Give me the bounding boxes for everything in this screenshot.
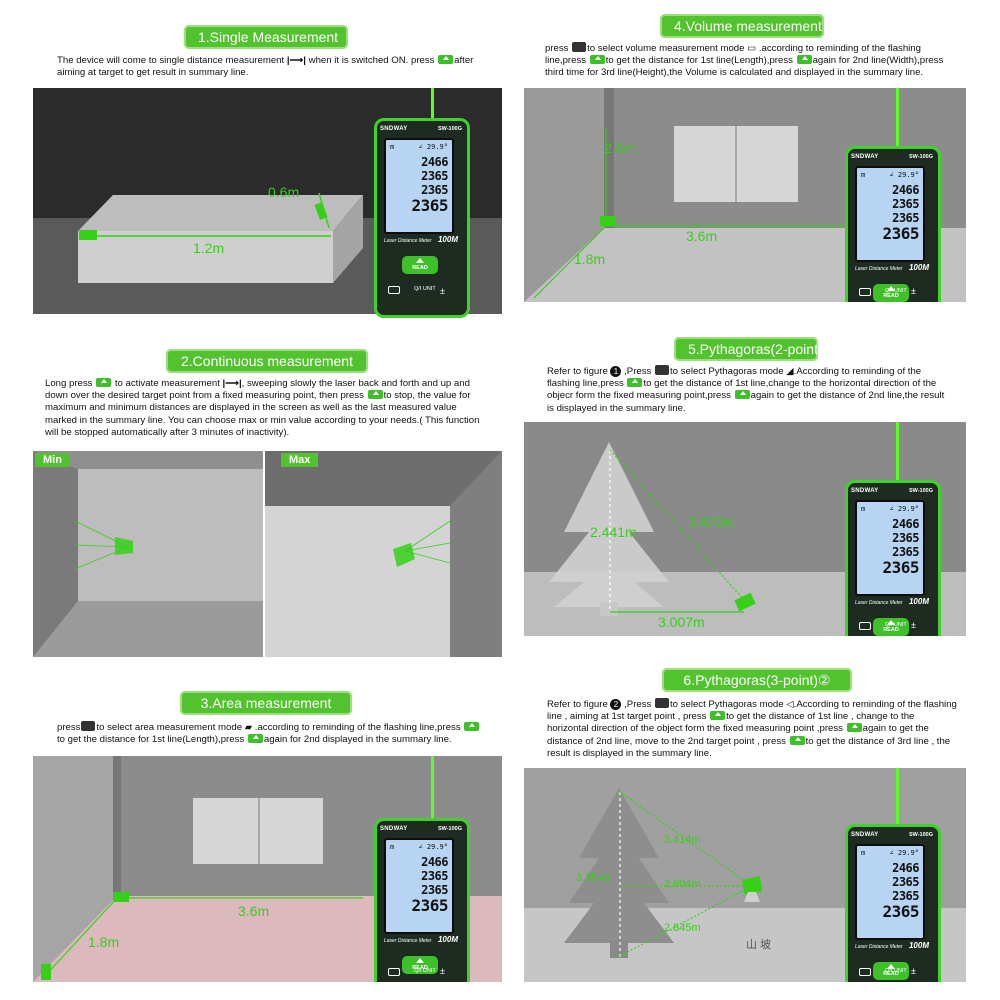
section-title-volume: 4.Volume measurement xyxy=(660,14,824,38)
read-button-icon xyxy=(627,378,643,388)
read-button[interactable]: READ xyxy=(873,284,909,302)
plusminus-key[interactable]: ± xyxy=(911,286,916,296)
unit-key[interactable]: Q/I UNIT xyxy=(414,286,436,292)
read-button-icon xyxy=(734,390,750,400)
mode-button-icon xyxy=(655,365,670,375)
pyth3-mid-label: 2.604m xyxy=(664,878,701,890)
mode-key[interactable] xyxy=(388,286,400,294)
laser-beam xyxy=(431,88,434,118)
pyth2-hyp-label: 3.873m xyxy=(688,514,735,530)
unit-key[interactable]: Q/I UNIT xyxy=(414,968,436,974)
volume-description: press to select volume measurement mode … xyxy=(545,42,944,79)
device-model: SW-100G xyxy=(437,126,462,132)
mode-key[interactable] xyxy=(859,622,871,630)
single-description: The device will come to single distance … xyxy=(57,55,474,79)
unit-key[interactable]: Q/I UNIT xyxy=(885,968,907,974)
section-title-pyth2: 5.Pythagoras(2-point) xyxy=(674,337,823,361)
device-subtitle: Laser Distance Meter xyxy=(384,238,432,244)
volume-height-label: 2.8m xyxy=(604,140,636,156)
read-button-icon xyxy=(438,55,454,64)
volume-length-label: 3.6m xyxy=(686,228,718,244)
read-button-icon xyxy=(589,55,605,65)
read-button-icon xyxy=(846,723,862,733)
read-button-icon xyxy=(796,55,812,65)
volume-width-label: 1.8m xyxy=(574,251,606,267)
section-title-single: 1.Single Measurement xyxy=(184,25,348,49)
section-title-continuous: 2.Continuous measurement xyxy=(166,349,368,373)
figure-number: 1 xyxy=(610,366,622,377)
unit-key[interactable]: Q/I UNIT xyxy=(885,288,907,294)
mode-button-icon xyxy=(655,698,670,708)
laser-beam xyxy=(896,768,899,824)
read-button-icon xyxy=(367,390,383,400)
mode-key[interactable] xyxy=(859,968,871,976)
area-length-label: 3.6m xyxy=(238,903,270,919)
pyth3-bottom-label: 2.845m xyxy=(664,922,701,934)
read-button[interactable]: READ xyxy=(873,962,909,980)
figure-number: 2 xyxy=(610,699,622,710)
device-range: 100M xyxy=(437,235,458,244)
area-width-label: 1.8m xyxy=(88,934,120,950)
unit-key[interactable]: Q/I UNIT xyxy=(885,622,907,628)
read-button-icon xyxy=(96,378,112,387)
continuous-description: Long press to activate measurement |⟶|, … xyxy=(45,378,480,438)
max-tag: Max xyxy=(281,453,319,467)
laser-beam xyxy=(896,88,899,146)
laser-meter-device: SNDWAY SW-100G m∠ 29.9° 2466 2365 2365 2… xyxy=(374,118,470,318)
pyth2-height-label: 2.441m xyxy=(590,524,637,540)
read-button-icon xyxy=(247,734,263,744)
pyth2-base-label: 3.007m xyxy=(658,614,705,630)
mode-key[interactable] xyxy=(388,968,400,976)
plusminus-key[interactable]: ± xyxy=(911,966,916,976)
read-button-icon xyxy=(710,711,726,721)
pyth3-description: Refer to figure 2 ,Press to select Pytha… xyxy=(547,698,957,759)
continuous-max-scene: Max xyxy=(265,451,502,657)
pyth3-top-label: 3.414m xyxy=(664,834,701,846)
read-button[interactable]: READ xyxy=(873,618,909,636)
min-tag: Min xyxy=(35,453,70,467)
pyth2-description: Refer to figure 1 ,Press to select Pytha… xyxy=(547,365,945,414)
section-title-pyth3: 6.Pythagoras(3-point)② xyxy=(662,668,852,692)
device-brand: SNDWAY xyxy=(380,126,408,132)
mode-button-icon xyxy=(81,721,96,731)
plusminus-key[interactable]: ± xyxy=(440,966,445,976)
read-button[interactable]: READ xyxy=(402,956,438,974)
pyth3-height-label: 3.354m xyxy=(576,872,613,884)
read-button[interactable]: READ xyxy=(402,256,438,274)
mode-button-icon xyxy=(572,42,587,52)
read-button-icon xyxy=(789,735,805,745)
slope-label: 山 坡 xyxy=(746,939,772,951)
single-length-label: 1.2m xyxy=(193,240,225,256)
device-lcd: m∠ 29.9° 2466 2365 2365 2365 xyxy=(384,138,454,234)
continuous-min-scene: Min xyxy=(33,451,263,657)
mode-key[interactable] xyxy=(859,288,871,296)
read-button-icon xyxy=(464,722,480,731)
plusminus-key[interactable]: ± xyxy=(911,620,916,630)
laser-beam xyxy=(896,422,899,480)
plusminus-key[interactable]: ± xyxy=(440,286,445,296)
single-height-label: 0.6m xyxy=(268,184,300,200)
section-title-area: 3.Area measurement xyxy=(180,691,352,715)
laser-beam xyxy=(431,756,434,818)
